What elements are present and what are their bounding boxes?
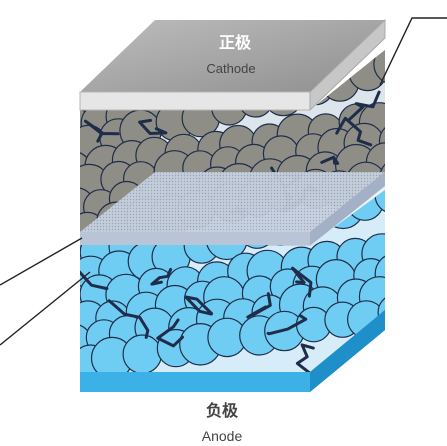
anode-label-en: Anode <box>202 428 243 444</box>
conductive-fiber <box>320 155 340 165</box>
conductive-fiber <box>246 292 272 319</box>
particle <box>373 50 385 85</box>
particle <box>374 252 385 296</box>
particle <box>379 157 385 198</box>
cathode-plate <box>79 18 386 112</box>
anode-conductive-fibers <box>80 266 315 372</box>
particle <box>377 293 385 331</box>
cathode-label-zh: 正极 <box>219 33 252 52</box>
conductive-fiber <box>266 314 308 336</box>
conductive-fiber <box>156 318 184 348</box>
conductive-fiber <box>295 343 315 372</box>
anode-label-zh: 负极 <box>206 401 239 420</box>
conductive-fiber <box>291 266 313 298</box>
anode-active-layer <box>80 190 385 372</box>
anode-particles <box>80 190 385 372</box>
conductive-fiber <box>107 299 150 339</box>
separator <box>80 172 385 246</box>
callout-lines <box>0 17 447 346</box>
anode-plate <box>80 310 385 392</box>
conductive-fiber <box>150 267 173 286</box>
particle <box>122 334 163 372</box>
conductive-fiber <box>335 116 373 147</box>
conductive-fiber <box>346 90 381 123</box>
particle <box>378 121 385 160</box>
conductive-fiber <box>138 118 168 135</box>
conductive-fiber <box>80 269 109 291</box>
conductive-fiber <box>184 295 213 316</box>
conductive-fiber <box>84 119 120 143</box>
cathode-label-en: Cathode <box>206 61 255 76</box>
